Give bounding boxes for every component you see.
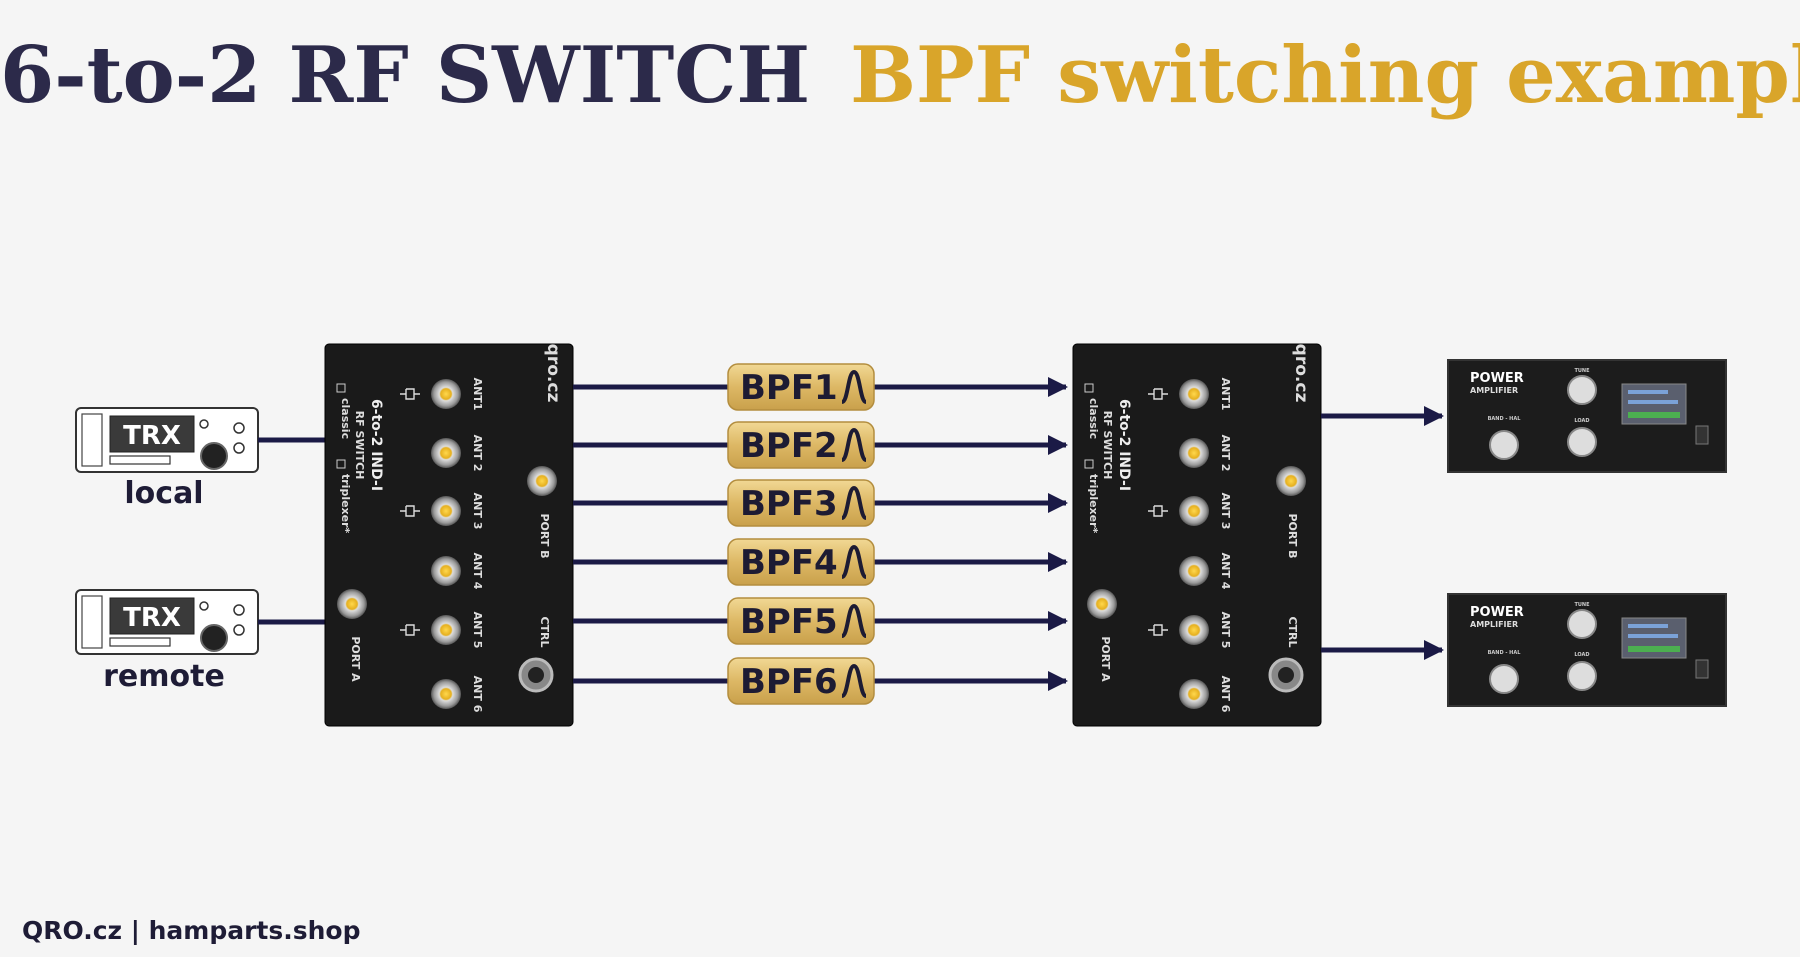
switch-2-subtitle: RF SWITCH [1101, 411, 1114, 480]
amp-2-load: LOAD [1574, 652, 1589, 658]
trx-local-badge: TRX [123, 421, 181, 451]
resistor-icon [1148, 388, 1168, 636]
trx-remote-caption: remote [103, 659, 225, 694]
amp-1-tune: TUNE [1574, 368, 1590, 374]
switch-2-ant4: ANT 4 [1219, 553, 1232, 590]
switch-box-1: qro.cz 6-to-2 IND-I RF SWITCH classic tr… [324, 343, 574, 727]
amp-1-band: BAND - HAL [1488, 416, 1522, 422]
amp-2-title: POWER [1470, 605, 1524, 620]
switch-2-port-a-connector [1087, 589, 1117, 619]
title-main: 6-to-2 RF SWITCH [0, 30, 811, 121]
bpf-5-label: BPF5 [740, 602, 838, 642]
switch-1-ant2: ANT 2 [471, 435, 484, 472]
switch-1-port-b: PORT B [538, 513, 551, 558]
switch-1-classic: classic [339, 398, 352, 439]
switch-2-ant6: ANT 6 [1219, 676, 1232, 713]
switch-2-ant3: ANT 3 [1219, 493, 1232, 530]
switch-1-ant1: ANT1 [471, 378, 484, 411]
amp-2-band: BAND - HAL [1488, 650, 1522, 656]
bandpass-icon [840, 427, 868, 462]
switch-box-2: qro.cz 6-to-2 IND-I RF SWITCH classic tr… [1072, 343, 1322, 727]
switch-2-port-b-connector [1276, 466, 1306, 496]
bpf-3: BPF3 [727, 479, 875, 527]
trx-local: TRX [75, 407, 259, 473]
switch-2-brand: qro.cz [1291, 344, 1311, 403]
switch-1-ant5: ANT 5 [471, 612, 484, 649]
resistor-icon [400, 388, 420, 636]
amp-1-load: LOAD [1574, 418, 1589, 424]
switch-2-ctrl: CTRL [1286, 616, 1299, 647]
title-accent: BPF switching example [850, 30, 1800, 121]
amp-2-tune: TUNE [1574, 602, 1590, 608]
switch-2-triplexer: triplexer* [1087, 474, 1100, 534]
bandpass-icon [840, 369, 868, 404]
bpf-5: BPF5 [727, 597, 875, 645]
switch-1-ant3: ANT 3 [471, 493, 484, 530]
amp-1-load-knob [1567, 427, 1597, 457]
bpf-4-label: BPF4 [740, 543, 838, 583]
amp-1-title: POWER [1470, 371, 1524, 386]
bpf-6-label: BPF6 [740, 662, 838, 702]
amp-2-tune-knob [1567, 609, 1597, 639]
amp-1-tune-knob [1567, 375, 1597, 405]
switch-2-model: 6-to-2 IND-I [1116, 399, 1132, 491]
switch-1-model: 6-to-2 IND-I [368, 399, 384, 491]
bandpass-icon [840, 485, 868, 520]
switch-2-ant5: ANT 5 [1219, 612, 1232, 649]
switch-2-ant2: ANT 2 [1219, 435, 1232, 472]
amp-1-band-knob [1489, 430, 1519, 460]
trx-local-caption: local [124, 476, 203, 511]
switch-1-triplexer: triplexer* [339, 474, 352, 534]
bpf-1: BPF1 [727, 363, 875, 411]
footer: QRO.cz | hamparts.shop [22, 916, 361, 945]
bpf-6: BPF6 [727, 657, 875, 705]
bpf-1-label: BPF1 [740, 368, 838, 408]
power-amplifier-1: POWER AMPLIFIER BAND - HAL TUNE LOAD [1447, 359, 1727, 473]
switch-1-brand: qro.cz [543, 344, 563, 403]
switch-2-ant1: ANT1 [1219, 378, 1232, 411]
bpf-3-label: BPF3 [740, 484, 838, 524]
trx-remote: TRX [75, 589, 259, 655]
power-amplifier-2: POWER AMPLIFIER BAND - HAL TUNE LOAD [1447, 593, 1727, 707]
switch-1-ant4: ANT 4 [471, 553, 484, 590]
switch-1-port-b-connector [527, 466, 557, 496]
switch-1-subtitle: RF SWITCH [353, 411, 366, 480]
switch-1-ant6: ANT 6 [471, 676, 484, 713]
filter-wires [573, 377, 1068, 691]
amp-2-load-knob [1567, 661, 1597, 691]
switch-1-port-a-connector [337, 589, 367, 619]
switch-2-port-b: PORT B [1286, 513, 1299, 558]
switch-1-ant-connectors [431, 379, 461, 709]
switch-1-port-a: PORT A [349, 636, 362, 682]
switch-2-port-a: PORT A [1099, 636, 1112, 682]
switch-2-ant-connectors [1179, 379, 1209, 709]
switch-2-classic: classic [1087, 398, 1100, 439]
title: 6-to-2 RF SWITCH BPF switching example [0, 30, 1800, 121]
amp-2-subtitle: AMPLIFIER [1470, 620, 1518, 629]
bpf-4: BPF4 [727, 538, 875, 586]
bpf-2-label: BPF2 [740, 426, 838, 466]
bpf-2: BPF2 [727, 421, 875, 469]
trx-remote-badge: TRX [123, 603, 181, 633]
bandpass-icon [840, 603, 868, 638]
bandpass-icon [840, 663, 868, 698]
amp-1-subtitle: AMPLIFIER [1470, 386, 1518, 395]
bandpass-icon [840, 544, 868, 579]
amp-2-band-knob [1489, 664, 1519, 694]
switch-1-ctrl: CTRL [538, 616, 551, 647]
